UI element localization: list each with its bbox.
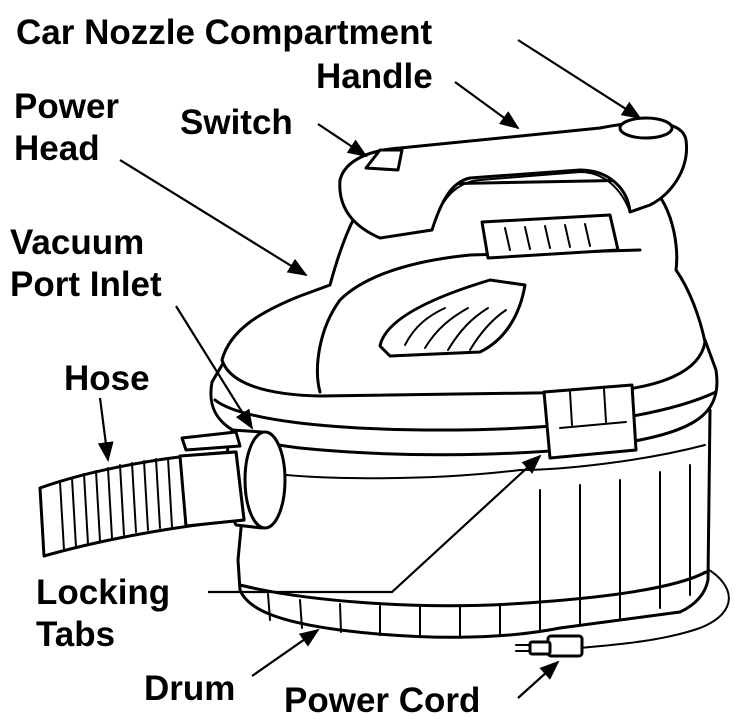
label-vacuum-port-inlet-line2: Port Inlet xyxy=(10,265,162,304)
label-vacuum-port-inlet-line1: Vacuum xyxy=(10,223,144,262)
label-locking-tabs-line2: Tabs xyxy=(36,615,115,654)
power-head-illustration xyxy=(220,178,707,398)
label-handle: Handle xyxy=(316,57,433,96)
locking-tab-illustration xyxy=(542,383,638,460)
label-power-head-line2: Head xyxy=(14,129,100,168)
label-locking-tabs-line1: Locking xyxy=(36,573,170,612)
hose-illustration xyxy=(38,450,246,558)
label-power-cord: Power Cord xyxy=(284,681,480,720)
label-hose: Hose xyxy=(64,359,150,398)
label-drum: Drum xyxy=(144,669,235,708)
label-power-head-line1: Power xyxy=(14,87,119,126)
power-cord-illustration xyxy=(515,567,730,658)
label-car-nozzle-compartment: Car Nozzle Compartment xyxy=(16,13,433,52)
drum-illustration xyxy=(236,408,712,639)
label-switch: Switch xyxy=(180,103,293,142)
handle-illustration xyxy=(338,116,689,240)
leader-lines xyxy=(97,39,642,699)
